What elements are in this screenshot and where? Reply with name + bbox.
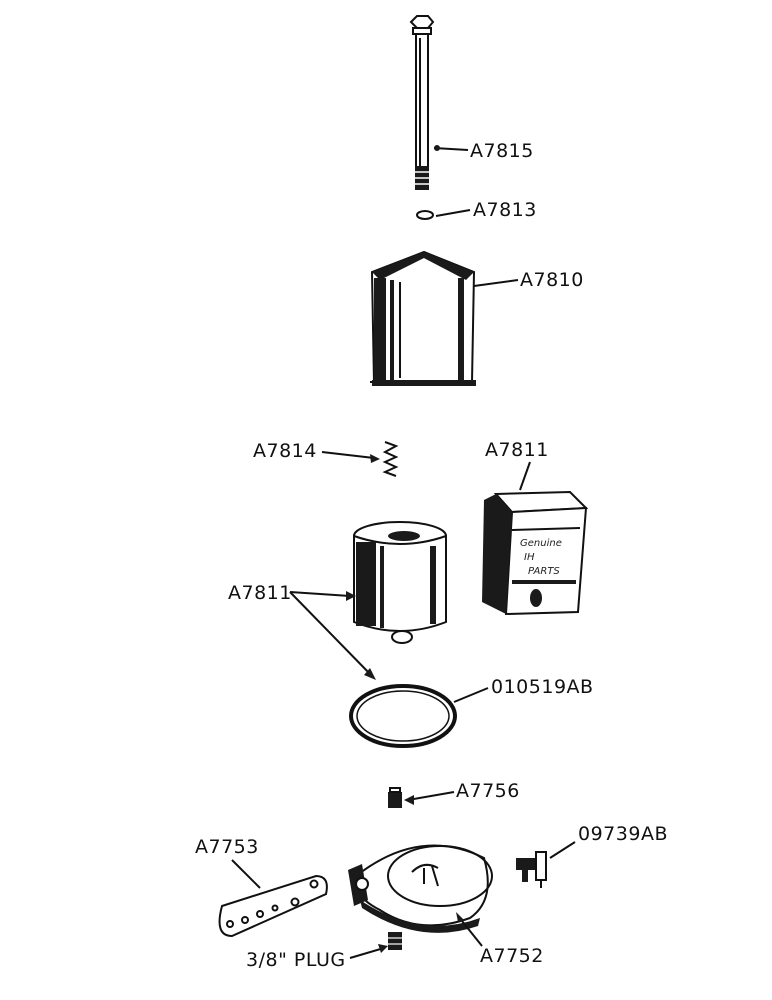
leader-a7811-element — [289, 591, 351, 597]
leader-a7814 — [321, 451, 375, 459]
filter-element-a7811 — [353, 521, 447, 644]
filter-base-a7752 — [348, 844, 493, 933]
bracket-a7753 — [218, 874, 328, 938]
label-a7811-box: A7811 — [485, 439, 549, 461]
leader-a7813 — [435, 209, 471, 217]
leader-09739ab — [549, 841, 576, 859]
leader-a7756 — [407, 791, 455, 801]
bolt-a7815 — [409, 15, 435, 190]
drain-cock-09739ab — [516, 851, 547, 888]
gasket-010519ab — [349, 684, 457, 748]
label-a7756: A7756 — [456, 780, 520, 802]
leader-a7811-gasket — [289, 591, 373, 677]
label-a7810: A7810 — [520, 269, 584, 291]
leader-a7753 — [231, 859, 261, 889]
leader-a7752 — [457, 915, 483, 947]
leader-a7811-box — [519, 461, 531, 491]
box-print-line1: Genuine — [520, 538, 562, 549]
filter-shell-a7810 — [370, 250, 476, 386]
label-09739ab: 09739AB — [578, 823, 668, 845]
leader-a7810 — [473, 279, 519, 287]
box-print-line3: PARTS — [528, 566, 560, 577]
plug-3-8 — [388, 932, 402, 950]
label-a7815: A7815 — [470, 140, 534, 162]
box-print-line2: IH — [524, 552, 535, 563]
leader-010519ab — [453, 687, 489, 703]
label-a7811-element: A7811 — [228, 582, 292, 604]
label-a7813: A7813 — [473, 199, 537, 221]
leader-plug — [349, 947, 385, 959]
label-plug: 3/8" PLUG — [246, 949, 346, 971]
washer-a7813 — [416, 210, 434, 220]
label-a7814: A7814 — [253, 440, 317, 462]
label-a7752: A7752 — [480, 945, 544, 967]
fitting-a7756 — [388, 787, 402, 808]
spring-a7814 — [382, 441, 399, 477]
label-a7753: A7753 — [195, 836, 259, 858]
label-010519ab: 010519AB — [491, 676, 594, 698]
bolt-thread — [415, 166, 429, 190]
filter-box-a7811: Genuine IH PARTS — [482, 490, 589, 616]
